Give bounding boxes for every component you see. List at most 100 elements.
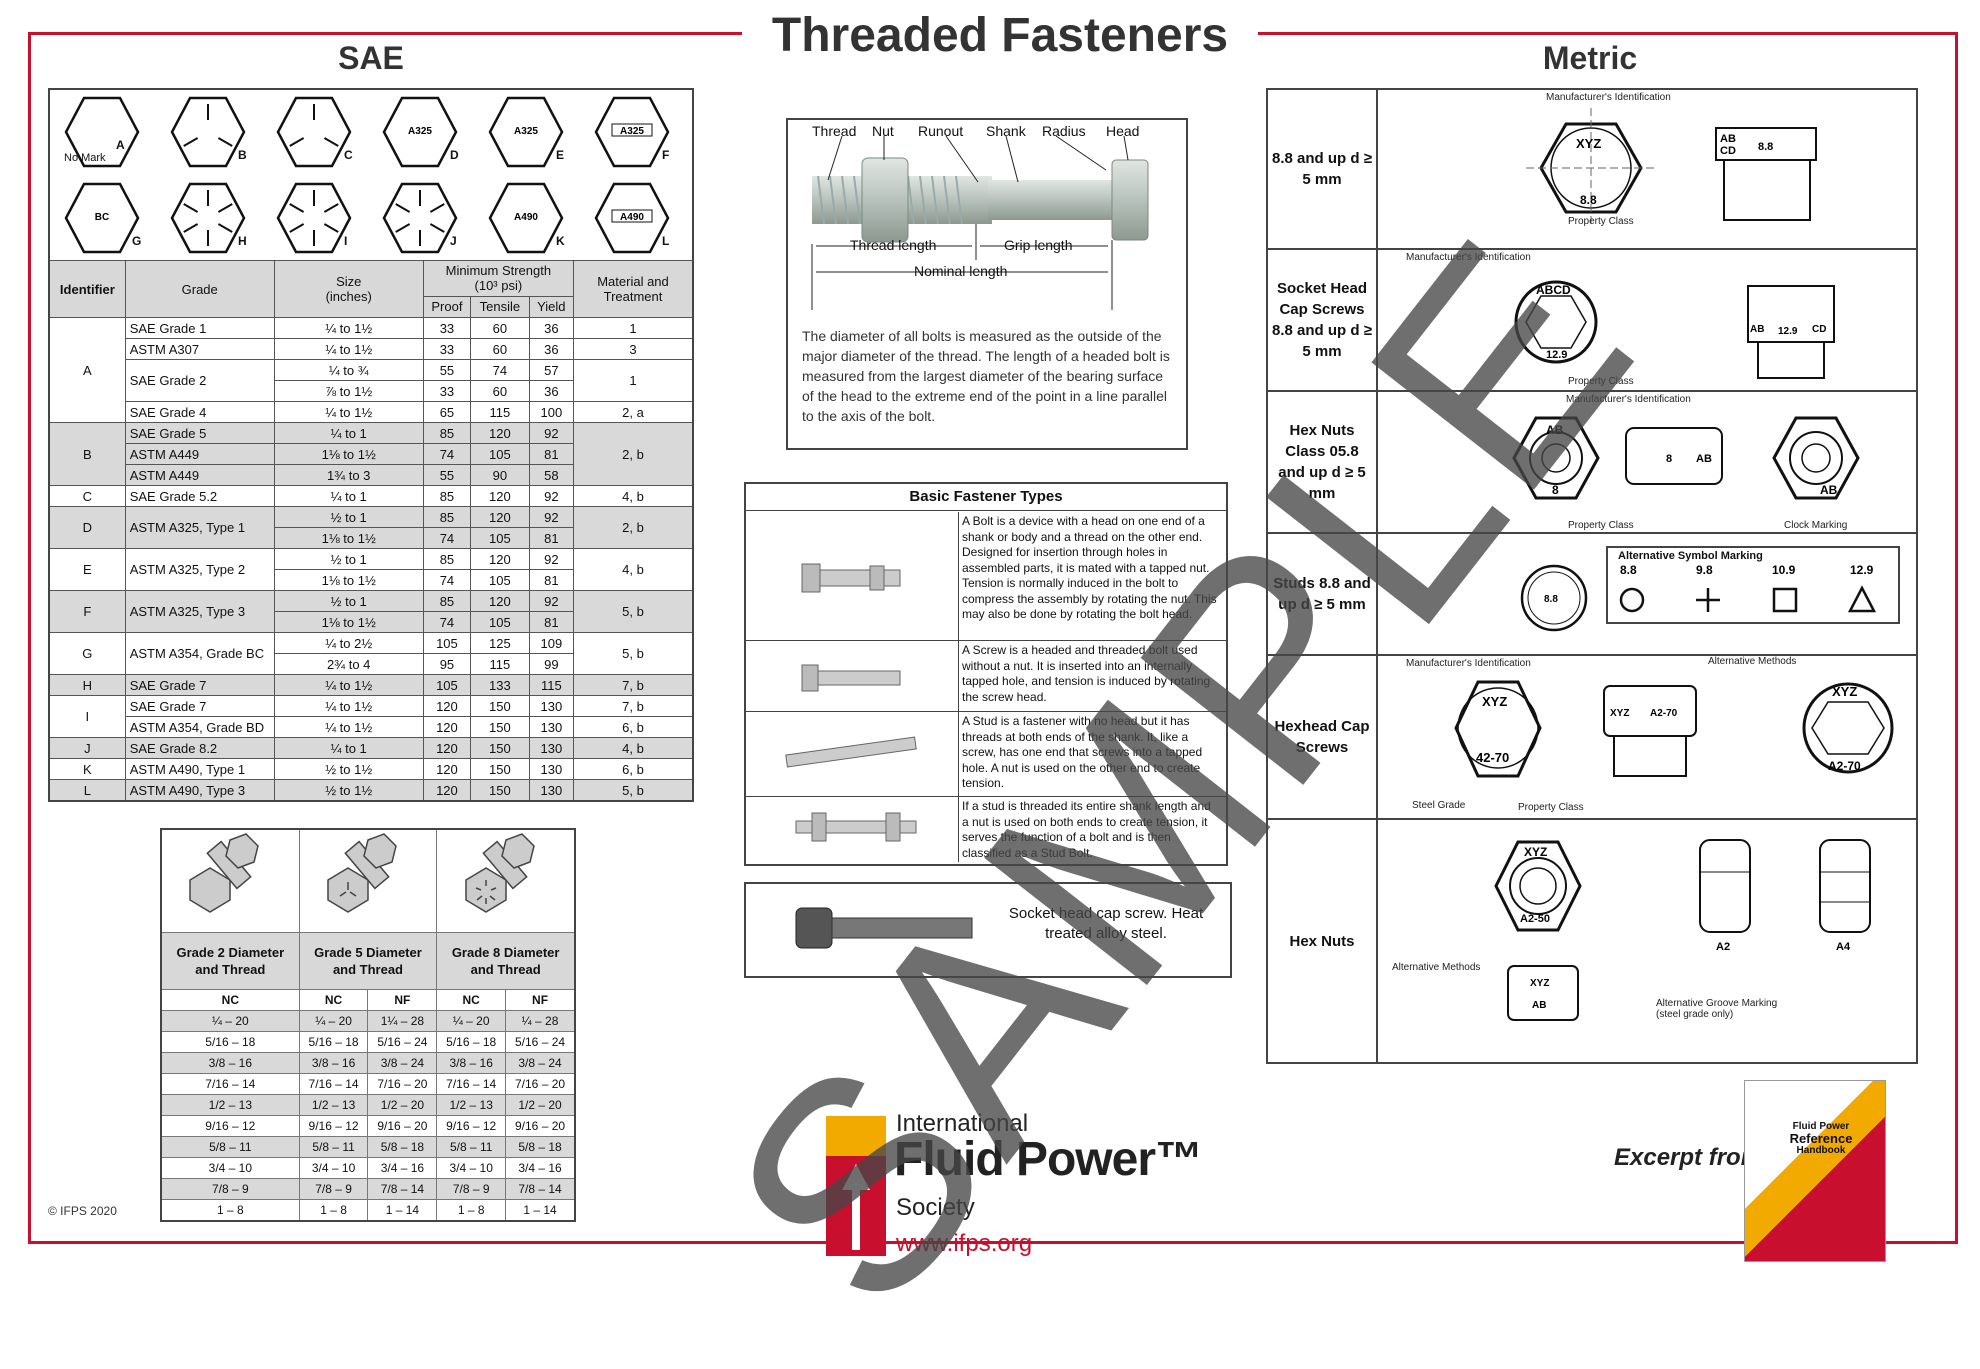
row-yield: 109 bbox=[528, 632, 575, 654]
thread-cell: 1 – 8 bbox=[160, 1199, 300, 1222]
row-proof: 33 bbox=[422, 380, 472, 402]
row-size: ½ to 1 bbox=[273, 548, 424, 570]
thread-cell: 7/16 – 14 bbox=[436, 1073, 507, 1095]
row-proof: 74 bbox=[422, 527, 472, 549]
row-identifier: K bbox=[48, 758, 126, 780]
row-yield: 130 bbox=[528, 695, 575, 717]
row-size: ½ to 1½ bbox=[273, 758, 424, 780]
row-tensile: 115 bbox=[470, 401, 530, 423]
row-size: ½ to 1 bbox=[273, 506, 424, 528]
row-grade: SAE Grade 4 bbox=[124, 401, 275, 423]
row-proof: 120 bbox=[422, 716, 472, 738]
row-identifier: A bbox=[48, 317, 126, 423]
ifps-logo-icon bbox=[826, 1116, 886, 1256]
row-proof: 33 bbox=[422, 338, 472, 360]
svg-text:CD: CD bbox=[1812, 324, 1826, 335]
metric-row-studs: Studs 8.8 and up d ≥ 5 mm 8.8 Alternativ… bbox=[1268, 534, 1916, 656]
thread-length-label: Thread length bbox=[850, 237, 936, 253]
head-marking-f: A325 F bbox=[588, 90, 688, 174]
head-marking-j: J bbox=[376, 176, 476, 260]
row-tensile: 125 bbox=[470, 632, 530, 654]
row-tensile: 120 bbox=[470, 485, 530, 507]
head-marking-c: C bbox=[270, 90, 370, 174]
org-name-line3: Society bbox=[896, 1194, 975, 1221]
row-grade: ASTM A490, Type 3 bbox=[124, 779, 275, 802]
thread-cell: 9/16 – 12 bbox=[436, 1115, 507, 1137]
row-grade: SAE Grade 1 bbox=[124, 317, 275, 339]
col-yield: Yield bbox=[528, 295, 575, 319]
row-material: 5, b bbox=[573, 632, 694, 675]
type-studbolt-text: If a stud is threaded its entire shank l… bbox=[962, 799, 1211, 860]
svg-text:A325: A325 bbox=[620, 126, 644, 137]
row-proof: 120 bbox=[422, 695, 472, 717]
row-proof: 105 bbox=[422, 674, 472, 696]
g8-nc: NC bbox=[436, 989, 507, 1011]
metric-row-socket: Socket Head Cap Screws 8.8 and up d ≥ 5 … bbox=[1268, 250, 1916, 392]
thread-cell: 1/2 – 13 bbox=[436, 1094, 507, 1116]
grip-length-label: Grip length bbox=[1004, 237, 1072, 253]
type-screw-text: A Screw is a headed and threaded bolt us… bbox=[962, 643, 1211, 704]
thread-cell: 1 – 8 bbox=[436, 1199, 507, 1222]
row-tensile: 120 bbox=[470, 548, 530, 570]
row-proof: 74 bbox=[422, 443, 472, 465]
row-tensile: 120 bbox=[470, 422, 530, 444]
metric-table: 8.8 and up d ≥ 5 mm Manufacturer's Ident… bbox=[1266, 88, 1918, 1064]
row-size: 1⅛ to 1½ bbox=[273, 569, 424, 591]
row-tensile: 150 bbox=[470, 716, 530, 738]
fastener-types-box: Basic Fastener Types A Bolt is a device … bbox=[744, 482, 1228, 866]
type-screw-row: A Screw is a headed and threaded bolt us… bbox=[746, 641, 1226, 712]
radius-label: Radius bbox=[1042, 123, 1086, 139]
row-yield: 99 bbox=[528, 653, 575, 675]
thread-cell: 1/2 – 20 bbox=[367, 1094, 438, 1116]
alternative-symbol-marking: Alternative Symbol Marking 8.8 9.8 10.9 … bbox=[1606, 546, 1900, 624]
grade8-bolt-image bbox=[436, 828, 576, 933]
thread-cell: ¼ – 20 bbox=[160, 1010, 300, 1032]
g5-nf: NF bbox=[367, 989, 438, 1011]
row-size: ½ to 1 bbox=[273, 590, 424, 612]
row-material: 2, b bbox=[573, 506, 694, 549]
grade2-header: Grade 2 Diameter and Thread bbox=[160, 932, 300, 990]
row-proof: 85 bbox=[422, 506, 472, 528]
row-grade: ASTM A325, Type 1 bbox=[124, 506, 275, 549]
thread-cell: 7/8 – 9 bbox=[436, 1178, 507, 1200]
row-grade: ASTM A325, Type 3 bbox=[124, 590, 275, 633]
g5-nc: NC bbox=[298, 989, 369, 1011]
row-proof: 74 bbox=[422, 569, 472, 591]
svg-text:CD: CD bbox=[1720, 145, 1736, 157]
svg-text:A325: A325 bbox=[408, 126, 432, 137]
fastener-types-title: Basic Fastener Types bbox=[746, 484, 1226, 511]
website-link[interactable]: www.ifps.org bbox=[896, 1230, 1033, 1257]
row-yield: 36 bbox=[528, 380, 575, 402]
thread-cell: 5/16 – 18 bbox=[160, 1031, 300, 1053]
row-size: 1⅛ to 1½ bbox=[273, 443, 424, 465]
row-yield: 81 bbox=[528, 527, 575, 549]
row-identifier: F bbox=[48, 590, 126, 633]
row-size: ¼ to 1½ bbox=[273, 674, 424, 696]
row-yield: 36 bbox=[528, 317, 575, 339]
row-size: ¼ to 2½ bbox=[273, 632, 424, 654]
row-grade: SAE Grade 7 bbox=[124, 674, 275, 696]
row-grade: ASTM A449 bbox=[124, 443, 275, 465]
svg-text:42-70: 42-70 bbox=[1476, 750, 1509, 765]
row-grade: ASTM A325, Type 2 bbox=[124, 548, 275, 591]
row-tensile: 105 bbox=[470, 443, 530, 465]
nut-label: Nut bbox=[872, 123, 894, 139]
head-marking-h: H bbox=[164, 176, 264, 260]
row-material: 4, b bbox=[573, 485, 694, 507]
thread-cell: 7/16 – 14 bbox=[298, 1073, 369, 1095]
thread-cell: 9/16 – 12 bbox=[160, 1115, 300, 1137]
org-name-line1: International bbox=[896, 1110, 1029, 1137]
svg-text:AB: AB bbox=[1532, 1000, 1546, 1011]
